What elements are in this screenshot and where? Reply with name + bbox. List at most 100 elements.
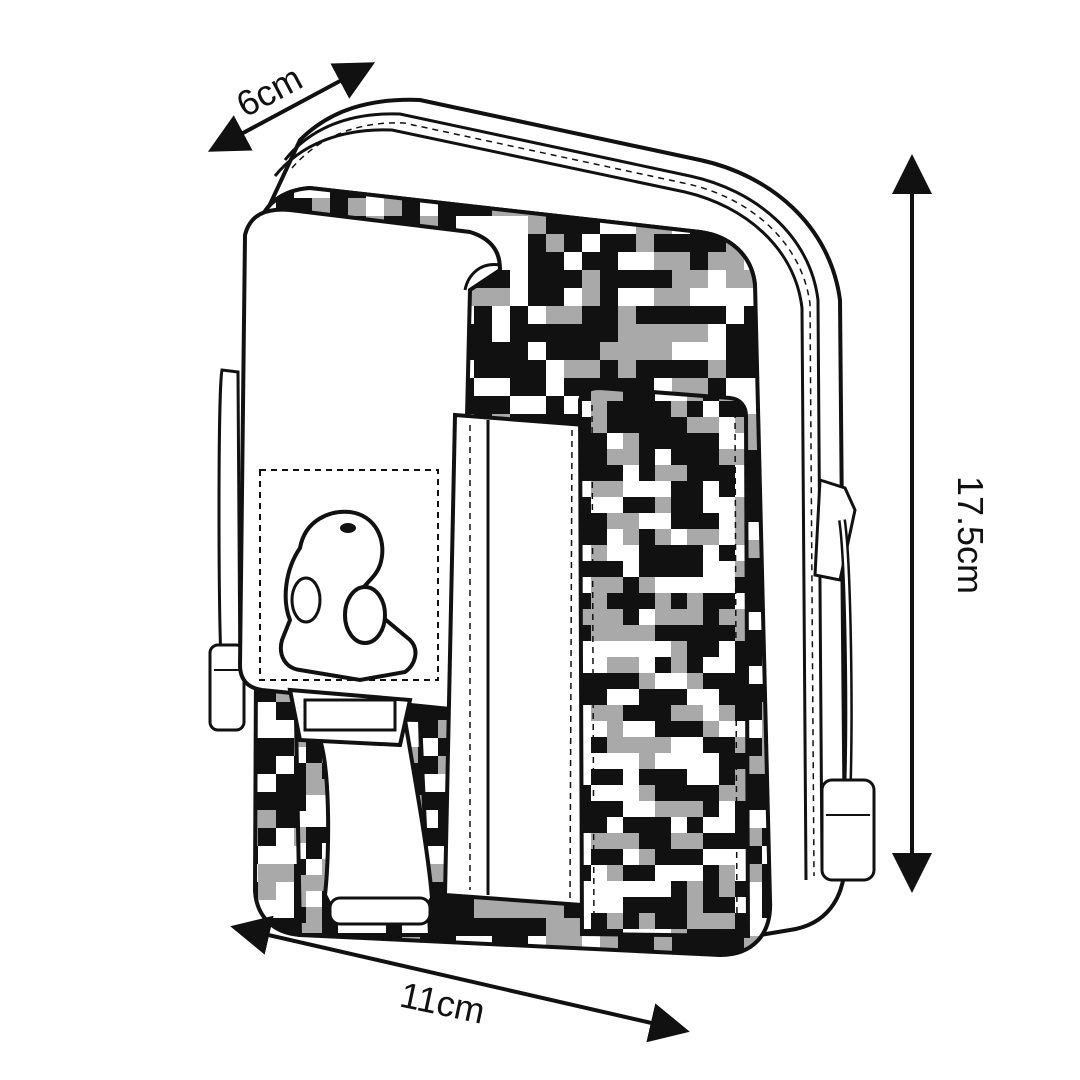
camo-pixel <box>762 882 771 900</box>
camo-pixel <box>703 897 735 913</box>
camo-pixel <box>639 465 655 481</box>
camo-pixel <box>719 449 735 465</box>
camo-pixel <box>474 396 510 414</box>
camo-pixel <box>546 216 564 234</box>
camo-pixel <box>591 689 607 705</box>
camo-pixel <box>607 561 623 577</box>
camo-pixel <box>703 913 735 929</box>
camo-pixel <box>580 465 607 481</box>
camo-pixel <box>510 360 528 378</box>
camo-pixel <box>744 486 762 504</box>
camo-pixel <box>687 545 703 561</box>
camo-pixel <box>582 270 600 288</box>
camo-pixel <box>474 306 492 324</box>
camo-pixel <box>636 360 672 378</box>
camo-pixel <box>655 913 687 929</box>
camo-pixel <box>580 449 607 465</box>
camo-pixel <box>762 900 771 918</box>
camo-pixel <box>639 545 655 561</box>
camo-pixel <box>655 849 687 865</box>
camo-pixel <box>607 657 639 673</box>
camo-pixel <box>492 900 510 918</box>
camo-pixel <box>582 288 600 306</box>
camo-pixel <box>474 900 492 918</box>
camo-pixel <box>306 763 322 779</box>
camo-pixel <box>671 609 703 625</box>
camo-pixel <box>580 865 591 881</box>
camo-pixel <box>348 198 366 216</box>
camo-pixel <box>580 689 591 705</box>
depth-arrow <box>207 62 376 152</box>
camo-pixel <box>703 881 719 897</box>
camo-pixel <box>510 918 528 936</box>
camo-pixel <box>655 465 671 481</box>
camo-pixel <box>735 801 748 817</box>
camo-pixel <box>687 513 719 529</box>
camo-pixel <box>607 401 623 417</box>
camo-pixel <box>719 929 748 936</box>
camo-pixel <box>671 897 687 913</box>
camo-pixel <box>719 673 735 689</box>
camo-pixel <box>607 849 623 865</box>
zipper-stitch <box>291 122 815 877</box>
camo-pixel <box>255 936 258 954</box>
camo-pixel <box>623 705 655 721</box>
camo-pixel <box>639 449 655 465</box>
camo-pixel <box>687 705 703 721</box>
camo-pixel <box>639 737 671 753</box>
camo-pixel <box>580 529 607 545</box>
camo-pixel <box>687 849 703 865</box>
camo-pixel <box>655 529 671 545</box>
camo-pixel <box>744 792 771 810</box>
camo-pixel <box>726 936 744 954</box>
camo-pixel <box>703 593 735 609</box>
camo-pixel <box>582 306 600 324</box>
camo-pixel <box>744 468 762 486</box>
camo-pixel <box>671 785 703 801</box>
camo-pixel <box>708 306 726 324</box>
camo-pixel <box>672 378 690 396</box>
camo-pixel <box>735 753 748 769</box>
camo-pixel <box>528 270 546 288</box>
camo-pixel <box>607 577 623 593</box>
camo-pixel <box>655 689 687 705</box>
camo-pixel <box>564 234 582 252</box>
camo-pixel <box>510 342 528 360</box>
camo-pixel <box>639 785 655 801</box>
camo-pixel <box>687 913 703 929</box>
camo-pixel <box>623 529 639 545</box>
camo-pixel <box>719 865 735 881</box>
camo-pixel <box>276 954 312 955</box>
camo-pixel <box>687 417 719 433</box>
camo-pixel <box>474 918 492 936</box>
camo-pixel <box>591 481 623 497</box>
camo-pixel <box>623 433 639 449</box>
camo-pixel <box>296 763 306 779</box>
camo-pixel <box>546 252 564 270</box>
camo-pixel <box>306 907 322 923</box>
camo-pixel <box>735 705 748 721</box>
camo-pixel <box>258 954 276 955</box>
camo-pixel <box>591 737 607 753</box>
camo-pixel <box>735 737 748 753</box>
camo-pixel <box>296 779 306 795</box>
camo-pixel <box>762 936 771 954</box>
camo-pixel <box>735 913 748 929</box>
camo-pixel <box>582 252 618 270</box>
camo-pixel <box>546 396 564 414</box>
camo-pixel <box>719 481 735 497</box>
camo-pixel <box>623 865 655 881</box>
camo-pixel <box>580 625 591 641</box>
camo-pixel <box>546 306 582 324</box>
camo-pixel <box>582 954 618 955</box>
camo-pixel <box>276 864 294 882</box>
camo-pixel <box>607 513 639 529</box>
camo-pixel <box>639 561 671 577</box>
camo-pixel <box>639 673 655 689</box>
camo-pixel <box>687 401 703 417</box>
camo-pixel <box>528 252 546 270</box>
camo-pixel <box>294 954 330 955</box>
camo-pixel <box>719 769 735 785</box>
camo-pixel <box>528 288 546 306</box>
camo-pixel <box>330 198 348 216</box>
